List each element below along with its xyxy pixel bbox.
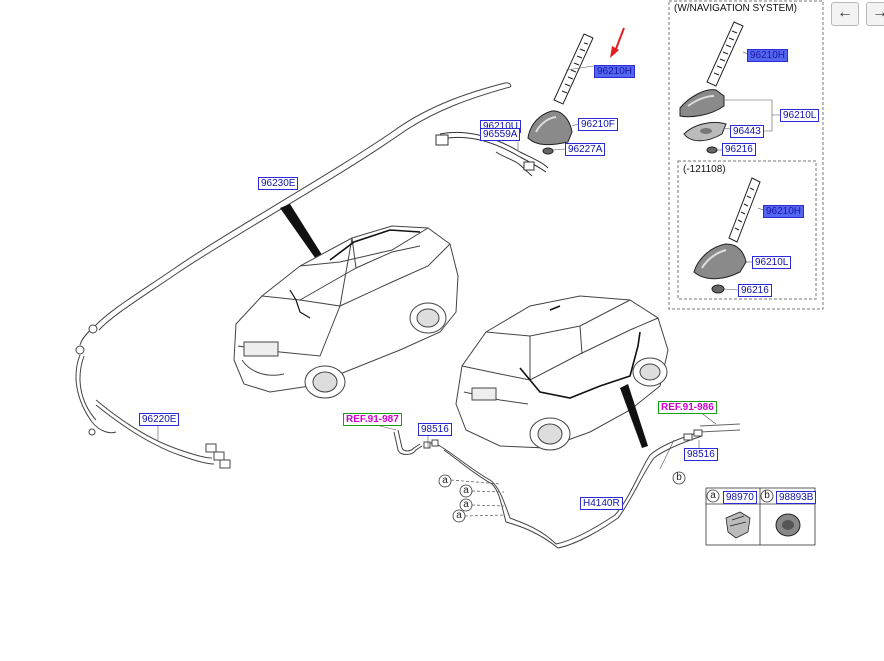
nav-antenna-mast xyxy=(706,21,749,87)
callout-96559a[interactable]: 96559A xyxy=(480,128,521,141)
marker-b-circle xyxy=(672,471,686,485)
marker-a-circle-2 xyxy=(459,484,473,498)
legend-marker-a-circle xyxy=(706,489,720,503)
callout-96210l-nav[interactable]: 96210L xyxy=(780,109,820,122)
callout-96216-nav[interactable]: 96216 xyxy=(722,143,756,156)
antenna-base-cover xyxy=(527,110,579,146)
front-vehicle-illustration xyxy=(233,225,459,399)
sub-panel-title: (-121108) xyxy=(683,164,726,175)
callout-96210h-nav[interactable]: 96210H xyxy=(747,49,789,62)
legend-marker-b-circle xyxy=(760,489,774,503)
navigation-system-panel xyxy=(668,0,824,310)
marker-a-circle-4 xyxy=(452,509,466,523)
arrow-left-icon: ← xyxy=(837,4,853,21)
right-connector xyxy=(683,411,717,441)
nav-bracket-lines xyxy=(724,99,780,132)
grommet-part xyxy=(542,147,566,155)
callout-98516-right[interactable]: 98516 xyxy=(684,448,718,461)
front-cable xyxy=(95,399,231,469)
legend-letter-a: a xyxy=(710,490,716,501)
grommet-98893b-icon xyxy=(775,513,801,537)
legend-part-98893b[interactable]: 98893B xyxy=(776,491,817,504)
marker-a-circle-3 xyxy=(459,498,473,512)
callout-96227a[interactable]: 96227A xyxy=(565,143,606,156)
callout-96210f[interactable]: 96210F xyxy=(578,118,618,131)
rear-cable xyxy=(427,423,741,549)
navigation-panel-title: (W/NAVIGATION SYSTEM) xyxy=(674,3,797,14)
sub-variant-panel xyxy=(677,160,817,300)
forward-button[interactable]: → xyxy=(866,2,884,26)
callout-96230e[interactable]: 96230E xyxy=(258,177,299,190)
ref-91-987-link[interactable]: REF.91-987 xyxy=(343,413,402,426)
callout-96216-sub[interactable]: 96216 xyxy=(738,284,772,297)
rear-cable-leader xyxy=(620,384,648,448)
antenna-amplifier-module xyxy=(435,131,549,177)
callout-96210h-main[interactable]: 96210H xyxy=(594,65,636,78)
back-button[interactable]: ← xyxy=(831,2,859,26)
marker-a-1: a xyxy=(442,475,448,486)
rear-vehicle-illustration xyxy=(455,295,669,451)
arrow-right-icon: → xyxy=(872,4,884,21)
callout-96210h-sub[interactable]: 96210H xyxy=(763,205,805,218)
callout-h4140r[interactable]: H4140R xyxy=(580,497,623,510)
legend-part-98970[interactable]: 98970 xyxy=(723,491,757,504)
roof-cable xyxy=(75,82,512,436)
callout-96210l-sub[interactable]: 96210L xyxy=(752,256,792,269)
marker-b: b xyxy=(676,472,682,483)
marker-a-2: a xyxy=(463,485,469,496)
nav-antenna-base xyxy=(679,89,725,118)
nav-gasket xyxy=(683,121,731,142)
callout-96443[interactable]: 96443 xyxy=(730,125,764,138)
ref-91-986-link[interactable]: REF.91-986 xyxy=(658,401,717,414)
sub-antenna-mast xyxy=(728,177,764,243)
main-antenna-mast xyxy=(553,33,595,105)
clip-98970-icon xyxy=(725,511,751,539)
roof-cable-leader xyxy=(280,204,324,262)
left-connector xyxy=(371,423,439,455)
nav-seal xyxy=(706,146,722,154)
marker-leaders xyxy=(450,479,506,517)
marker-a-circle-1 xyxy=(438,474,452,488)
marker-a-3: a xyxy=(463,499,469,510)
marker-a-4: a xyxy=(456,510,462,521)
pointer-arrow-icon xyxy=(610,27,625,58)
callout-96220e[interactable]: 96220E xyxy=(139,413,180,426)
legend-letter-b: b xyxy=(764,490,770,501)
callout-98516-left[interactable]: 98516 xyxy=(418,423,452,436)
sub-seal xyxy=(711,284,739,294)
sub-antenna-base xyxy=(693,243,752,280)
